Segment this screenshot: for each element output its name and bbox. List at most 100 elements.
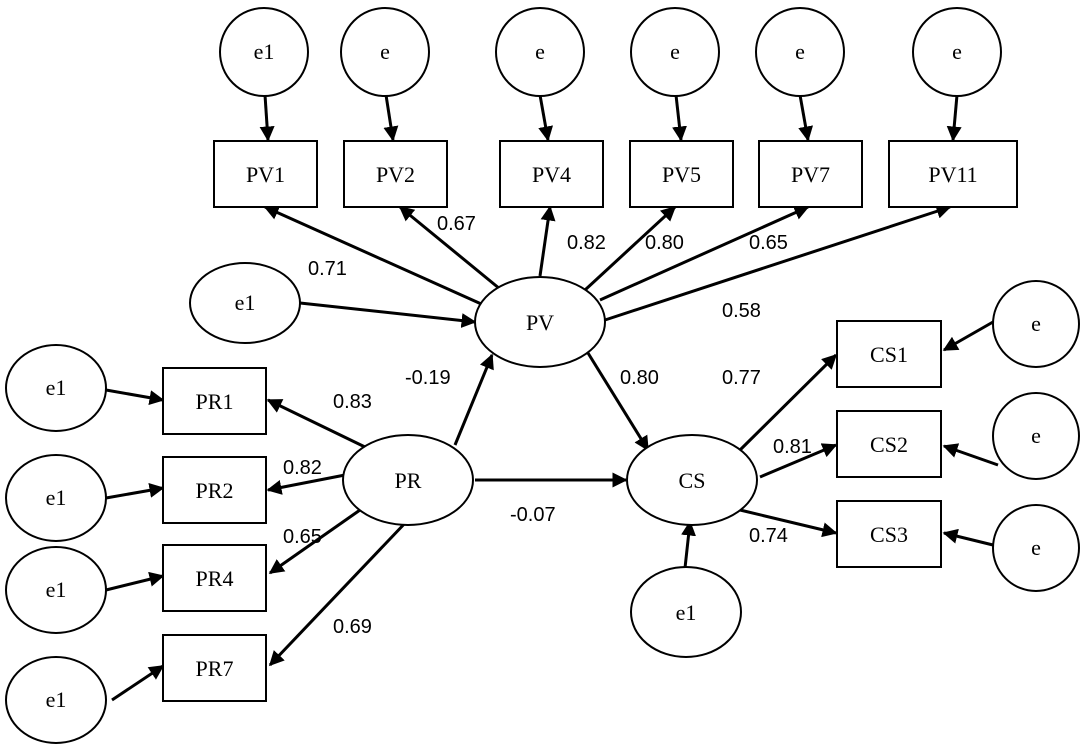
coef-pv-pv4: 0.82 bbox=[567, 232, 606, 254]
edge-e-pv11 bbox=[946, 94, 962, 142]
indicator-pv5 bbox=[629, 140, 734, 208]
edge-e-pv7 bbox=[798, 94, 814, 142]
indicator-cs2 bbox=[836, 410, 942, 478]
indicator-cs3 bbox=[836, 500, 942, 568]
error-node-pv2 bbox=[340, 7, 430, 97]
coef-pv-pv7: 0.65 bbox=[749, 232, 788, 254]
error-node-pv11 bbox=[912, 7, 1002, 97]
coef-cs-cs1: 0.77 bbox=[722, 367, 761, 389]
error-label-pv2: e bbox=[380, 39, 390, 64]
edge-pr-pv bbox=[453, 353, 494, 446]
error-label-pv11: e bbox=[952, 39, 962, 64]
edge-e-pv1 bbox=[259, 94, 275, 142]
indicator-label-pr4: PR4 bbox=[196, 566, 234, 591]
indicator-pr4 bbox=[162, 544, 267, 612]
error-node-pv7 bbox=[755, 7, 845, 97]
indicator-pr7 bbox=[162, 634, 267, 702]
error-label-pv5: e bbox=[670, 39, 680, 64]
indicator-label-pv4: PV4 bbox=[532, 162, 571, 187]
error-node-cs1 bbox=[992, 280, 1080, 368]
coef-cs-cs3: 0.74 bbox=[749, 525, 788, 547]
coef-pr-cs: -0.07 bbox=[510, 504, 556, 526]
edge-pv-pv1 bbox=[263, 205, 489, 309]
edge-pv-pv11 bbox=[604, 204, 952, 322]
edge-pr-pr4 bbox=[268, 508, 361, 575]
coef-pv-pv1: 0.71 bbox=[308, 258, 347, 280]
indicator-label-pv7: PV7 bbox=[791, 162, 830, 187]
edge-pr-pr2 bbox=[266, 473, 346, 495]
indicator-pv2 bbox=[343, 140, 448, 208]
edge-e-pv2 bbox=[383, 94, 399, 142]
edge-pv-pv5 bbox=[583, 205, 677, 292]
error-label-cs3: e bbox=[1031, 535, 1041, 560]
error-node-pr7 bbox=[5, 656, 107, 744]
error-node-pv5 bbox=[630, 7, 720, 97]
error-label-pr4: e1 bbox=[46, 577, 67, 602]
indicator-pr1 bbox=[162, 367, 267, 435]
edge-e-cs2 bbox=[942, 443, 999, 467]
pv-error-nodes: e1 e e e e e bbox=[219, 7, 1002, 97]
error-label-pv7: e bbox=[795, 39, 805, 64]
indicator-label-pr1: PR1 bbox=[196, 389, 234, 414]
edge-e-pv5 bbox=[672, 94, 687, 142]
indicator-cs1 bbox=[836, 320, 942, 388]
edge-e-pr4 bbox=[105, 571, 165, 592]
indicator-label-pr2: PR2 bbox=[196, 478, 234, 503]
edge-cs-cs1 bbox=[736, 353, 838, 454]
edge-pv-pv7 bbox=[599, 205, 810, 302]
coef-pv-cs: 0.80 bbox=[620, 367, 659, 389]
edge-e-pr2 bbox=[105, 482, 165, 500]
edge-pr-pr7 bbox=[268, 518, 410, 667]
indicator-pr2 bbox=[162, 456, 267, 524]
error-node-pv-latent bbox=[189, 262, 301, 344]
edge-e-pv4 bbox=[538, 94, 554, 142]
edge-pr-pr1 bbox=[266, 398, 366, 449]
coef-pv-pv5: 0.80 bbox=[645, 232, 684, 254]
coef-pr-pv: -0.19 bbox=[405, 367, 451, 389]
latent-label-cs: CS bbox=[679, 468, 706, 493]
pr-nodes: e1 e1 e1 e1 PR1 PR2 PR4 PR7 bbox=[5, 344, 267, 744]
indicator-label-pr7: PR7 bbox=[196, 656, 234, 681]
edge-cs-cs2 bbox=[759, 443, 838, 479]
edge-e-pr7 bbox=[111, 664, 165, 702]
edge-e-cs1 bbox=[942, 320, 994, 352]
edges bbox=[105, 94, 999, 702]
coef-pv-pv11: 0.58 bbox=[722, 300, 761, 322]
indicator-label-cs2: CS2 bbox=[870, 432, 908, 457]
indicator-label-pv11: PV11 bbox=[928, 162, 977, 187]
indicator-label-pv1: PV1 bbox=[246, 162, 285, 187]
latent-pr bbox=[342, 434, 474, 526]
coef-pr-pr4: 0.65 bbox=[283, 526, 322, 548]
error-label-pr7: e1 bbox=[46, 687, 67, 712]
indicator-pv7 bbox=[758, 140, 863, 208]
indicator-label-pv5: PV5 bbox=[662, 162, 701, 187]
indicator-label-pv2: PV2 bbox=[376, 162, 415, 187]
indicator-pv4 bbox=[499, 140, 604, 208]
error-node-pr4 bbox=[5, 546, 107, 634]
edge-e-cs bbox=[681, 520, 696, 569]
coef-pr-pr2: 0.82 bbox=[283, 457, 322, 479]
coef-pv-pv2: 0.67 bbox=[437, 213, 476, 235]
latent-cs bbox=[626, 434, 758, 526]
error-node-pr2 bbox=[5, 454, 107, 542]
indicator-label-cs3: CS3 bbox=[870, 522, 908, 547]
error-node-pr1 bbox=[5, 344, 107, 432]
error-label-cs-latent: e1 bbox=[676, 600, 697, 625]
pv-indicator-nodes: PV1 PV2 PV4 PV5 PV7 PV11 bbox=[213, 140, 1018, 208]
error-label-pv1: e1 bbox=[254, 39, 275, 64]
error-label-cs1: e bbox=[1031, 311, 1041, 336]
indicator-label-cs1: CS1 bbox=[870, 342, 908, 367]
error-label-pr2: e1 bbox=[46, 485, 67, 510]
error-label-pr1: e1 bbox=[46, 375, 67, 400]
error-node-pv1 bbox=[219, 7, 309, 97]
coef-pr-pr1: 0.83 bbox=[333, 391, 372, 413]
error-node-pv4 bbox=[495, 7, 585, 97]
cs-nodes: CS1 CS2 CS3 e e e bbox=[836, 280, 1080, 592]
edge-e-pr1 bbox=[105, 388, 165, 406]
edge-e-pv bbox=[299, 301, 477, 328]
error-label-cs2: e bbox=[1031, 423, 1041, 448]
error-node-cs3 bbox=[992, 504, 1080, 592]
latent-pv bbox=[474, 276, 606, 368]
error-node-cs-latent bbox=[630, 566, 742, 658]
